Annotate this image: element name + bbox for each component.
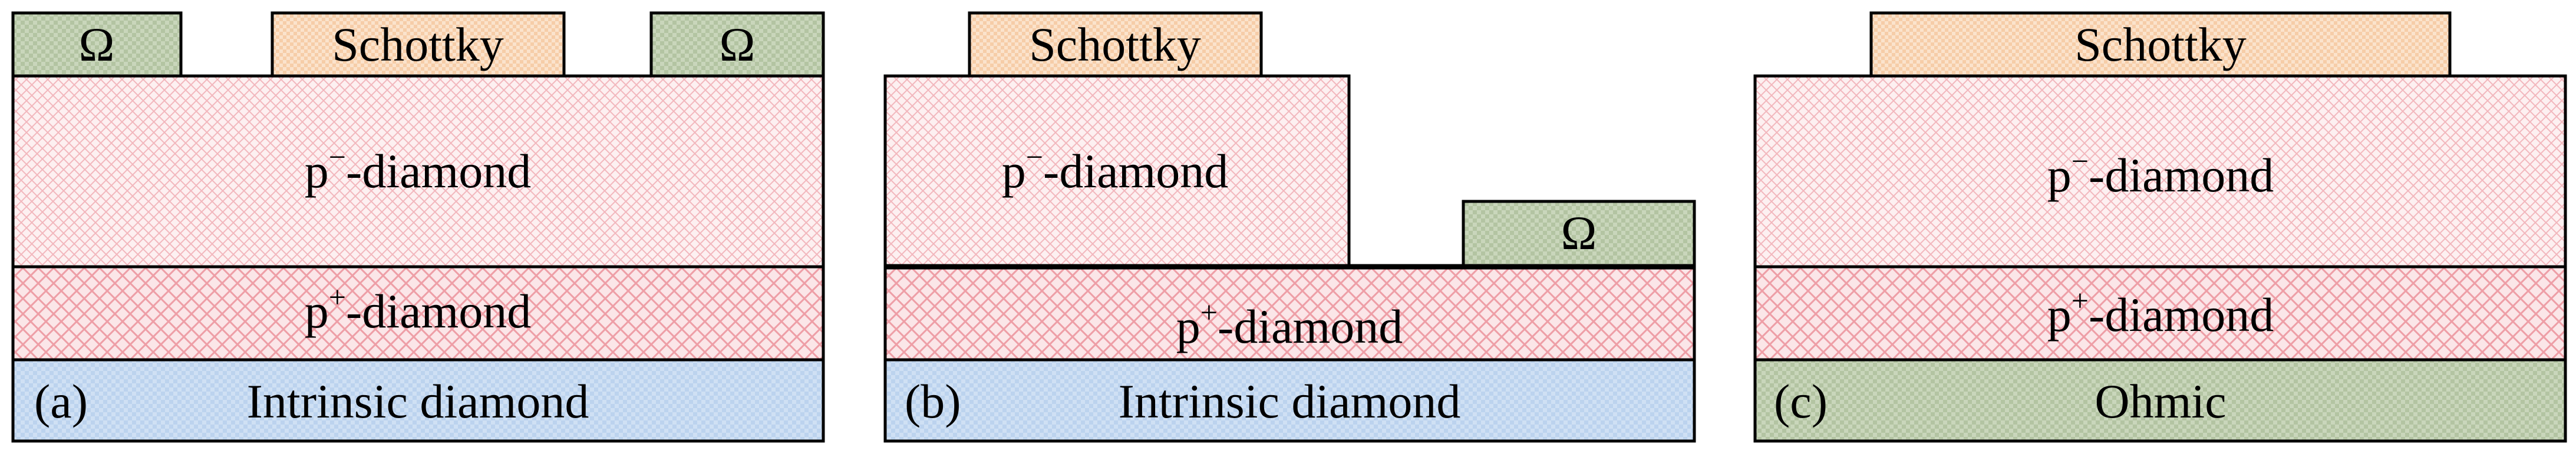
- ohmic-symbol: Ω: [720, 18, 756, 71]
- schottky-contact: Schottky: [968, 11, 1263, 78]
- substrate-label: Ohmic: [2095, 375, 2226, 428]
- intrinsic-substrate: Intrinsic diamond (a): [11, 358, 825, 443]
- panel-b: Schottky p−-diamond Ω p+-diamond Intrins…: [883, 11, 1696, 443]
- p-plus-label: p+-diamond: [2047, 284, 2274, 342]
- p-minus-label: p−-diamond: [2047, 145, 2274, 202]
- ohmic-back-contact: Ohmic (c): [1753, 358, 2567, 443]
- panel-label: (a): [34, 375, 88, 428]
- p-plus-layer: p+-diamond: [883, 264, 1696, 362]
- p-minus-label: p−-diamond: [305, 141, 532, 198]
- substrate-label: Intrinsic diamond: [247, 375, 589, 428]
- ohmic-contact-left: Ω: [11, 11, 183, 78]
- intrinsic-substrate: Intrinsic diamond (b): [883, 358, 1696, 443]
- ohmic-contact-right: Ω: [649, 11, 825, 78]
- ohmic-symbol: Ω: [79, 18, 115, 71]
- p-minus-mesa: p−-diamond: [883, 74, 1351, 269]
- p-minus-layer: p−-diamond: [1753, 74, 2567, 269]
- p-minus-layer: p−-diamond: [11, 74, 825, 269]
- ohmic-symbol: Ω: [1561, 206, 1597, 260]
- substrate-label: Intrinsic diamond: [1119, 375, 1461, 428]
- p-minus-label: p−-diamond: [1002, 141, 1229, 198]
- schottky-label: Schottky: [332, 18, 504, 71]
- schottky-label: Schottky: [2074, 18, 2247, 71]
- p-plus-label: p+-diamond: [305, 281, 532, 338]
- p-plus-layer: p+-diamond: [1753, 265, 2567, 362]
- schottky-label: Schottky: [1029, 18, 1201, 71]
- p-plus-layer: p+-diamond: [11, 265, 825, 362]
- panel-label: (c): [1774, 375, 1828, 428]
- p-plus-label: p+-diamond: [1176, 296, 1403, 353]
- panel-c: Schottky p−-diamond p+-diamond Ohmic (c): [1753, 11, 2567, 443]
- schottky-contact: Schottky: [1869, 11, 2452, 78]
- panel-a: Ω Schottky Ω p−-diamond p+-diamond Intri…: [11, 11, 825, 443]
- panel-label: (b): [905, 375, 961, 428]
- ohmic-contact: Ω: [1462, 200, 1696, 269]
- schottky-contact: Schottky: [271, 11, 566, 78]
